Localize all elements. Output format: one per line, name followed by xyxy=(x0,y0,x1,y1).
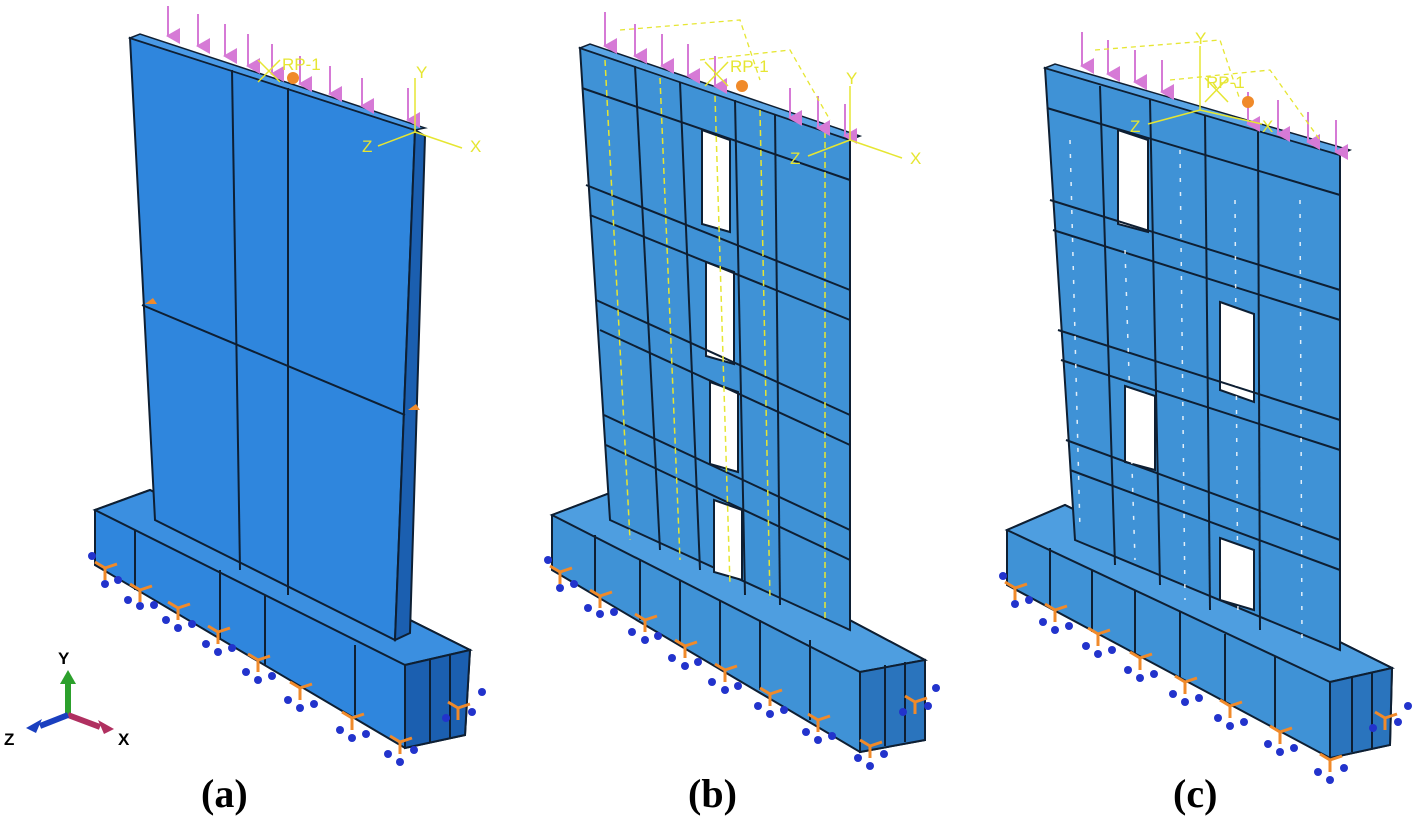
panel-a-axis-x: X xyxy=(470,137,481,156)
triad-z-label: Z xyxy=(4,730,14,749)
panel-a-local-axes: Y X Z xyxy=(362,63,481,156)
panel-b-base xyxy=(549,491,929,754)
panel-c-model: RP-1 Y X Z xyxy=(999,29,1412,784)
panel-a-marker-right xyxy=(408,404,420,410)
panel-c-dashed-constraints xyxy=(1094,39,1321,141)
panel-b-boundary-conditions xyxy=(544,556,940,770)
panel-c-reference-point: RP-1 xyxy=(1204,73,1254,108)
panel-b-local-axes: Y X Z xyxy=(790,69,921,168)
panel-c-rp-label: RP-1 xyxy=(1206,73,1245,92)
panel-c-opening-1 xyxy=(1117,128,1149,234)
panel-a-axis-y: Y xyxy=(416,63,427,82)
panel-c-load-arrows xyxy=(1080,32,1348,160)
panel-c-axis-y: Y xyxy=(1195,29,1206,48)
panel-a-load-arrows xyxy=(166,6,420,128)
panel-b-dashed-constraints xyxy=(619,19,831,121)
panel-b-opening-3 xyxy=(709,380,739,474)
caption-b: (b) xyxy=(688,771,737,816)
panel-b-opening-1 xyxy=(701,128,731,234)
panel-b-axis-z: Z xyxy=(790,149,800,168)
panel-a-marker-left xyxy=(145,298,157,304)
triad-y-label: Y xyxy=(58,649,70,668)
panel-a-model: RP-1 Y X Z xyxy=(88,6,486,766)
panel-c-axis-z: Z xyxy=(1130,117,1140,136)
panel-b-model: RP-1 Y X Z xyxy=(544,12,940,770)
view-triad: Y X Z xyxy=(4,649,130,749)
panel-c-opening-4 xyxy=(1219,536,1255,612)
panel-c-axis-x: X xyxy=(1262,117,1273,136)
panel-a-boundary-conditions xyxy=(88,552,486,766)
panel-b-load-arrows xyxy=(603,12,857,144)
panel-a-axis-z: Z xyxy=(362,137,372,156)
panel-c-opening-2 xyxy=(1219,300,1255,404)
panel-c-opening-3 xyxy=(1124,384,1156,472)
panel-c-wall xyxy=(1042,63,1353,652)
panel-c-boundary-conditions xyxy=(999,572,1412,784)
panel-a-wall xyxy=(127,33,428,642)
panel-a-reference-point: RP-1 xyxy=(257,55,321,84)
panel-b-reference-point: RP-1 xyxy=(704,57,769,92)
panel-b-axis-x: X xyxy=(910,149,921,168)
panel-c-local-axes: Y X Z xyxy=(1130,29,1273,136)
triad-x-label: X xyxy=(118,730,130,749)
panel-b-axis-y: Y xyxy=(846,69,857,88)
panel-a-rp-label: RP-1 xyxy=(282,55,321,74)
panel-b-rp-label: RP-1 xyxy=(730,57,769,76)
caption-a: (a) xyxy=(201,771,248,816)
caption-c: (c) xyxy=(1173,771,1218,816)
